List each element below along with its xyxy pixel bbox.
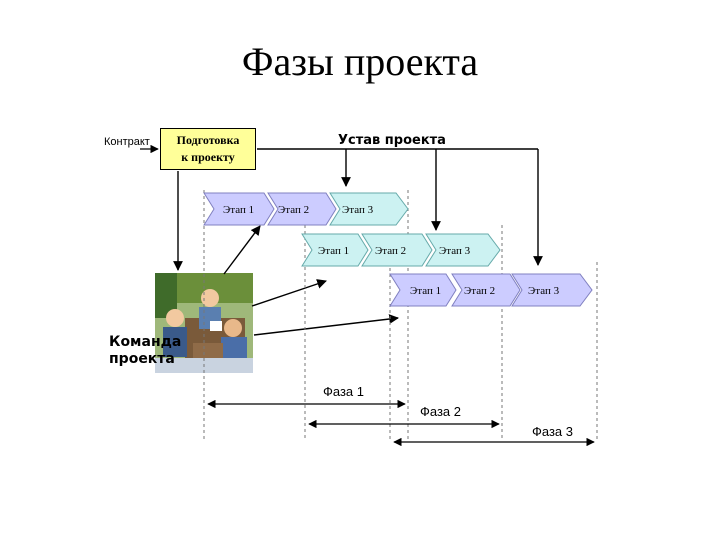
phase1-label: Фаза 1: [323, 384, 364, 399]
page-title: Фазы проекта: [241, 39, 479, 84]
team-to-phase2-arrow: [251, 279, 327, 307]
team-to-phase3-arrow: [253, 314, 399, 336]
team-label-line1: Команда: [109, 334, 182, 350]
charter-label: Устав проекта: [338, 133, 446, 148]
stage-chevron: [451, 273, 521, 307]
stage-label: Этап 3: [342, 204, 374, 216]
phase3-label: Фаза 3: [532, 424, 573, 439]
stage-label: Этап 1: [410, 285, 441, 297]
stage-chevron: [361, 233, 433, 267]
stage-label: Этап 3: [439, 245, 471, 257]
stage-chevron: [203, 192, 275, 226]
phase3-stages: Этап 1 Этап 2 Этап 3: [389, 273, 593, 307]
team-meeting-image: [155, 273, 253, 373]
team-label: Команда проекта: [109, 334, 181, 368]
stage-chevron: [267, 192, 337, 226]
phase1-stages: Этап 1 Этап 2 Этап 3: [203, 192, 409, 226]
stage-chevron: [389, 273, 457, 307]
stage-label: Этап 2: [278, 204, 309, 216]
stage-label: Этап 1: [318, 245, 349, 257]
stage-chevron: [329, 192, 409, 226]
stage-label: Этап 2: [375, 245, 406, 257]
stage-chevron: [425, 233, 501, 267]
team-to-phase1-arrow: [223, 225, 261, 275]
stage-chevron: [301, 233, 369, 267]
phase2-label: Фаза 2: [420, 404, 461, 419]
preparation-box: Подготовка к проекту: [160, 128, 256, 170]
preparation-line2: к проекту: [181, 150, 235, 164]
stage-label: Этап 1: [223, 204, 254, 216]
stage-label: Этап 3: [528, 285, 560, 297]
preparation-line1: Подготовка: [176, 133, 240, 147]
stage-chevron: [511, 273, 593, 307]
stage-label: Этап 2: [464, 285, 495, 297]
phase2-stages: Этап 1 Этап 2 Этап 3: [301, 233, 501, 267]
contract-label: Контракт: [104, 136, 150, 148]
team-label-line2: проекта: [109, 351, 175, 367]
